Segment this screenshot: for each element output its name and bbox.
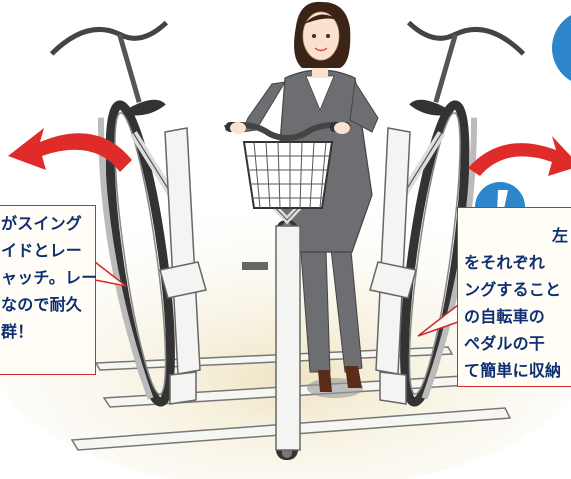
left-rack-post (159, 127, 207, 405)
right-rack-post (369, 127, 417, 405)
right-callout-line: をそれぞれ (464, 253, 546, 272)
left-callout-line: ャッチ。レー (1, 268, 98, 287)
left-swing-arrow-icon (8, 128, 132, 172)
left-callout-line: イドとレー (1, 241, 83, 260)
right-callout-box: 左 をそれぞれ ングすること の自転車の ペダルの干 て簡単に収納 (457, 207, 571, 387)
right-callout-line: 左 (552, 226, 569, 245)
right-callout-line: て簡単に収納 (464, 361, 562, 380)
right-callout-line: の自転車の (464, 307, 546, 326)
right-callout-line: ングすること (464, 280, 562, 299)
left-callout-line: 群！ (1, 322, 34, 341)
left-callout-line: がスイング (1, 214, 83, 233)
right-callout-line: ペダルの干 (464, 334, 546, 353)
left-callout-line: なので耐久 (1, 295, 83, 314)
left-callout-tail (94, 261, 127, 287)
left-callout-box: がスイング イドとレー ャッチ。レー なので耐久 群！ (0, 205, 98, 375)
info-badge-icon (552, 15, 571, 81)
center-rack-post (275, 225, 301, 451)
right-callout-tail (417, 304, 459, 337)
right-swing-arrow-icon (468, 136, 571, 176)
